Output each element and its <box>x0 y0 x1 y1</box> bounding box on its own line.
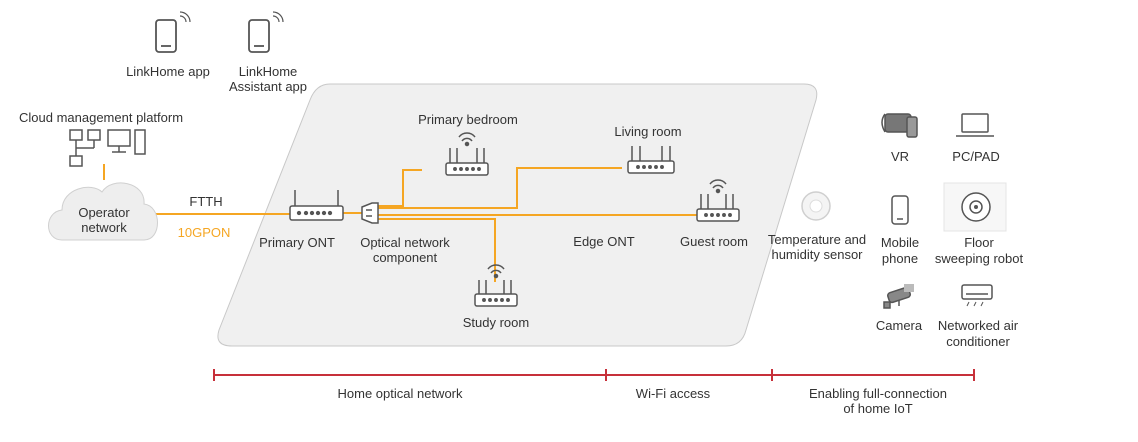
primary-bedroom-label: Primary bedroom <box>418 112 518 127</box>
temperature-label-line2: humidity sensor <box>771 247 863 262</box>
aircon-label-line2: conditioner <box>946 334 1010 349</box>
optical-component-label-line2: component <box>372 250 438 265</box>
mobile-phone-label-line2: phone <box>881 251 919 266</box>
aircon-label-line1: Networked air <box>937 318 1019 333</box>
section-timeline <box>213 369 975 381</box>
vr-label: VR <box>890 149 910 164</box>
study-room-label: Study room <box>462 315 530 330</box>
vr-headset-icon <box>881 113 918 138</box>
gpon-label: 10GPON <box>177 225 231 240</box>
fiber-to-living-room <box>378 167 622 209</box>
section-iot-label-line2: of home IoT <box>843 401 913 416</box>
camera-icon <box>883 284 914 309</box>
optical-network-component-icon <box>361 202 379 224</box>
ftth-label: FTTH <box>189 194 223 209</box>
section-iot-label-line1: Enabling full-connection <box>808 386 948 401</box>
temperature-label-line1: Temperature and <box>767 232 867 247</box>
floor-robot-label-line2: sweeping robot <box>934 251 1024 266</box>
assistant-app-phone-icon <box>248 11 284 53</box>
study-room-router-icon <box>474 264 518 307</box>
floor-robot-icon <box>943 182 1007 232</box>
management-platform-icon <box>69 129 146 167</box>
mobile-phone-icon <box>891 195 909 225</box>
temperature-sensor-icon <box>801 191 831 221</box>
living-room-label: Living room <box>614 124 682 139</box>
air-conditioner-icon <box>961 284 993 307</box>
edge-ont-label: Edge ONT <box>573 234 635 249</box>
primary-bedroom-router-icon <box>445 132 489 176</box>
optical-component-label-line1: Optical network <box>360 235 450 250</box>
fiber-to-study-room <box>378 218 496 282</box>
primary-ont-icon <box>289 190 344 221</box>
linkhome-app-label: LinkHome app <box>126 64 210 79</box>
operator-label-line1: Operator <box>78 205 130 220</box>
laptop-icon <box>956 113 994 137</box>
linkhome-app-phone-icon <box>155 11 191 53</box>
primary-ont-label: Primary ONT <box>259 235 335 250</box>
cloud-platform-label: Cloud management platform <box>19 110 184 125</box>
guest-room-label: Guest room <box>680 234 748 249</box>
section-home-optical-label: Home optical network <box>337 386 463 401</box>
pc-pad-label: PC/PAD <box>952 149 1000 164</box>
guest-room-router-icon <box>696 179 740 222</box>
floor-robot-label-line1: Floor <box>964 235 994 250</box>
operator-cloud <box>48 182 158 241</box>
mobile-phone-label-line1: Mobile <box>880 235 920 250</box>
assistant-app-label-line1: LinkHome <box>238 64 298 79</box>
fiber-to-primary-bedroom <box>378 169 422 207</box>
living-room-router-icon <box>627 146 675 174</box>
fiber-lines <box>140 167 697 282</box>
camera-label: Camera <box>875 318 923 333</box>
operator-label-line2: network <box>81 220 127 235</box>
assistant-app-label-line2: Assistant app <box>228 79 308 94</box>
section-wifi-access-label: Wi-Fi access <box>635 386 711 401</box>
